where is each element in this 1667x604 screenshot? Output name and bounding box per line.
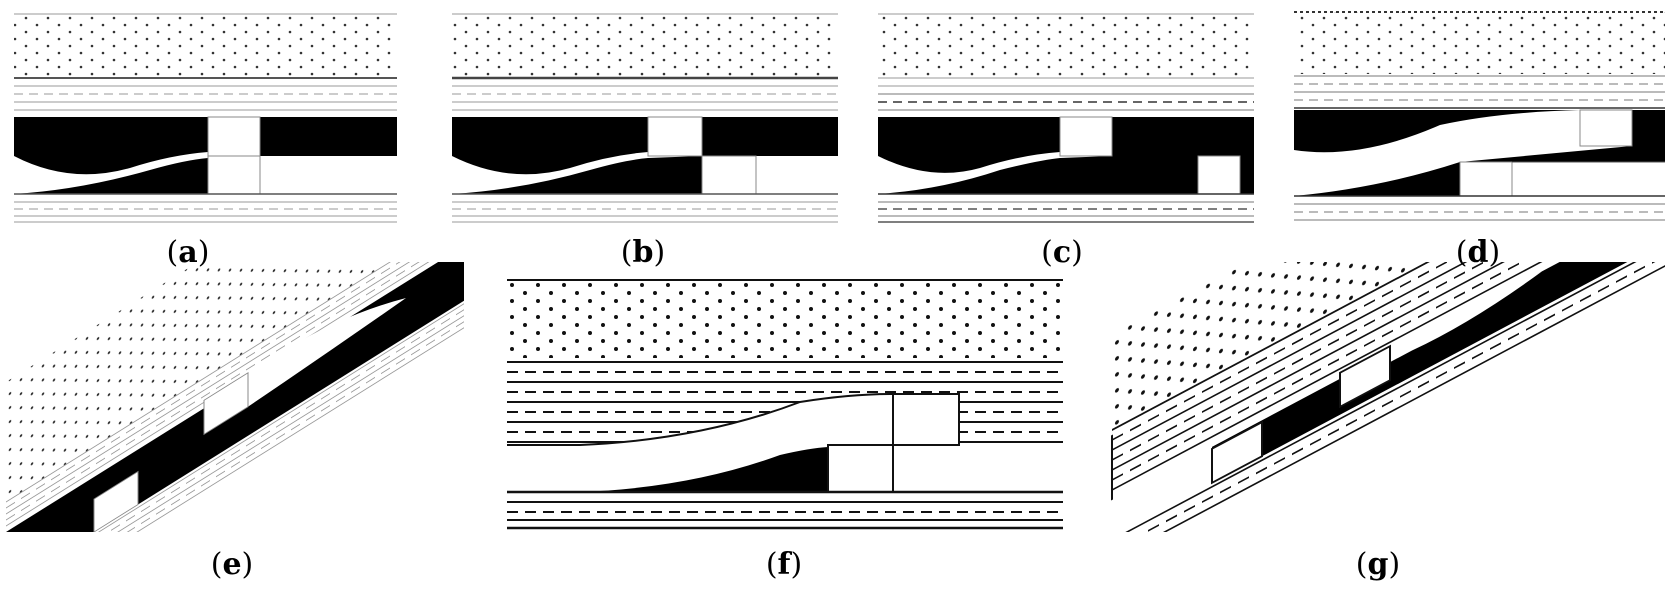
roadway-box	[701, 155, 757, 195]
panel-c	[878, 13, 1254, 223]
panel-label-d: (d)	[1456, 235, 1500, 270]
roadway-box	[207, 116, 261, 157]
roadway-box	[1339, 344, 1391, 409]
roadway-box	[1211, 420, 1263, 485]
overburden-dotted	[878, 14, 1254, 78]
coal-seam-upper	[14, 117, 208, 175]
roadway-box	[1059, 116, 1113, 157]
panel-f	[507, 279, 1063, 530]
panel-d	[1294, 11, 1665, 221]
panel-label-f: (f)	[766, 547, 802, 582]
overburden-dotted	[6, 262, 464, 502]
roadway-box	[1197, 155, 1241, 195]
panel-a	[14, 13, 397, 223]
coal-seam	[580, 447, 828, 492]
overburden-dotted	[452, 14, 838, 78]
roadway-box	[892, 393, 960, 446]
coal-seam-lower	[14, 158, 208, 194]
roadway-box	[647, 116, 703, 157]
coal-seam	[1212, 262, 1665, 483]
overburden-dotted	[507, 280, 1063, 358]
coal-seam-lower	[1294, 146, 1665, 196]
roadway-box	[1579, 109, 1633, 147]
panel-label-e: (e)	[211, 547, 254, 582]
overburden-dotted	[1294, 12, 1665, 74]
panel-b	[452, 13, 838, 223]
roadway-box	[1459, 161, 1513, 197]
overburden-dotted	[1112, 262, 1665, 430]
coal-seam-upper	[452, 117, 648, 175]
panel-label-b: (b)	[621, 235, 665, 270]
roadway-box	[93, 470, 139, 532]
panel-label-c: (c)	[1041, 235, 1083, 270]
roadway-box	[827, 444, 894, 493]
coal-seam-upper	[878, 117, 1060, 173]
roadway-box	[207, 155, 261, 195]
overburden-dotted	[14, 14, 397, 78]
coal-seam-lower	[878, 117, 1254, 194]
coal-seam-upper	[1294, 110, 1665, 153]
panel-e	[6, 262, 464, 532]
panel-label-a: (a)	[167, 235, 210, 270]
panel-g	[1111, 262, 1665, 532]
panel-label-g: (g)	[1356, 547, 1400, 582]
roadway-box	[203, 371, 249, 436]
coal-seam-lower	[452, 156, 702, 194]
